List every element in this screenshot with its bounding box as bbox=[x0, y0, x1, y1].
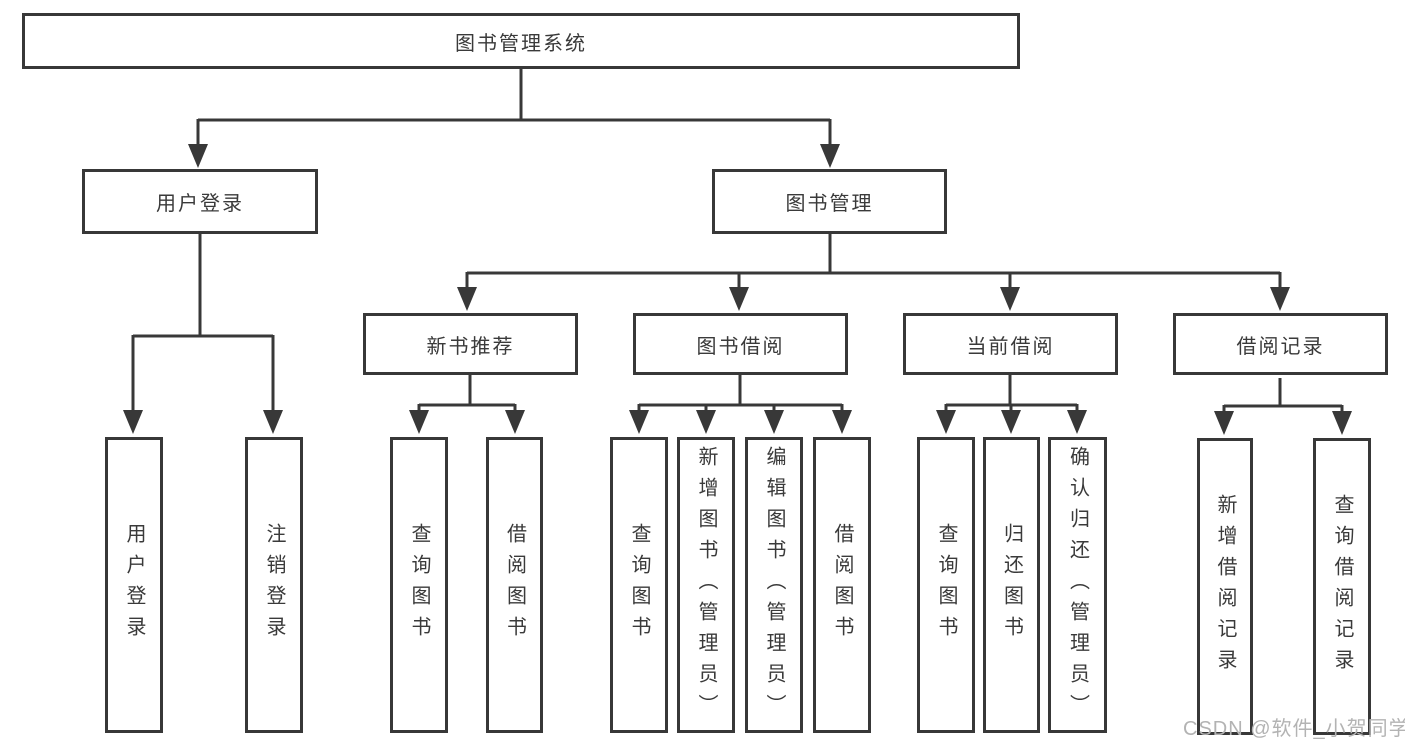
node-login-module: 用户登录 bbox=[82, 169, 318, 234]
leaf-return-book-label: 归还图书 bbox=[1000, 523, 1023, 647]
node-book-management-label: 图书管理 bbox=[785, 193, 874, 215]
leaf-borrow-books-borrow: 借阅图书 bbox=[813, 437, 871, 733]
leaf-user-login-label: 用户登录 bbox=[123, 523, 145, 647]
node-borrowing-records-label: 借阅记录 bbox=[1236, 335, 1325, 358]
leaf-logout-label: 注销登录 bbox=[263, 523, 285, 647]
leaf-confirm-return-admin: 确认归还（管理员） bbox=[1048, 437, 1107, 733]
leaf-add-book-admin-label: 新增图书（管理员） bbox=[695, 445, 717, 725]
node-new-book-recommend-label: 新书推荐 bbox=[426, 335, 515, 358]
leaf-borrow-books-newbook-label: 借阅图书 bbox=[503, 523, 526, 647]
node-borrowing-records: 借阅记录 bbox=[1173, 313, 1388, 375]
leaf-edit-book-admin: 编辑图书（管理员） bbox=[745, 437, 803, 733]
leaf-query-books-newbook-label: 查询图书 bbox=[408, 523, 430, 647]
leaf-return-book: 归还图书 bbox=[983, 437, 1040, 733]
leaf-add-book-admin: 新增图书（管理员） bbox=[677, 437, 735, 733]
leaf-query-books-borrow: 查询图书 bbox=[610, 437, 668, 733]
leaf-borrow-books-newbook: 借阅图书 bbox=[486, 437, 543, 733]
leaf-query-borrow-record: 查询借阅记录 bbox=[1313, 438, 1371, 735]
leaf-query-books-newbook: 查询图书 bbox=[390, 437, 448, 733]
node-current-borrowing: 当前借阅 bbox=[903, 313, 1118, 375]
leaf-query-books-current-label: 查询图书 bbox=[935, 523, 957, 647]
leaf-query-books-current: 查询图书 bbox=[917, 437, 975, 733]
leaf-confirm-return-admin-label: 确认归还（管理员） bbox=[1066, 445, 1089, 725]
node-book-management: 图书管理 bbox=[712, 169, 947, 234]
leaf-borrow-books-borrow-label: 借阅图书 bbox=[831, 523, 853, 647]
leaf-add-borrow-record: 新增借阅记录 bbox=[1197, 438, 1253, 735]
node-current-borrowing-label: 当前借阅 bbox=[966, 335, 1055, 358]
node-book-borrowing: 图书借阅 bbox=[633, 313, 848, 375]
leaf-add-borrow-record-label: 新增借阅记录 bbox=[1214, 493, 1236, 680]
node-new-book-recommend: 新书推荐 bbox=[363, 313, 578, 375]
leaf-query-borrow-record-label: 查询借阅记录 bbox=[1331, 493, 1353, 680]
leaf-query-books-borrow-label: 查询图书 bbox=[628, 523, 650, 647]
node-system: 图书管理系统 bbox=[22, 13, 1020, 69]
node-login-module-label: 用户登录 bbox=[156, 193, 244, 215]
leaf-logout: 注销登录 bbox=[245, 437, 303, 733]
watermark-text: CSDN @软件_小贺同学 bbox=[1183, 718, 1405, 740]
node-system-label: 图书管理系统 bbox=[455, 32, 587, 55]
node-book-borrowing-label: 图书借阅 bbox=[696, 335, 785, 358]
arrowhead-icons bbox=[123, 144, 1352, 435]
leaf-edit-book-admin-label: 编辑图书（管理员） bbox=[763, 445, 785, 725]
leaf-user-login: 用户登录 bbox=[105, 437, 163, 733]
